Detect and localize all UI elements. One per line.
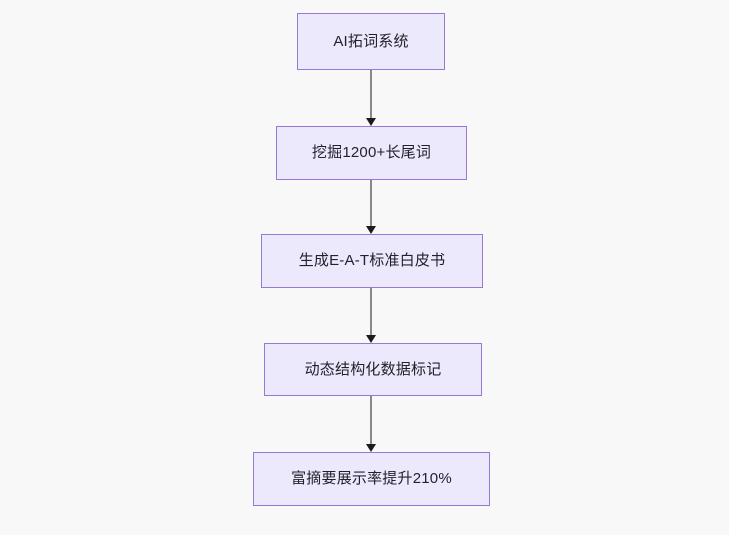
- flowchart-node-4-label: 动态结构化数据标记: [304, 360, 442, 378]
- flowchart-node-3[interactable]: 生成E-A-T标准白皮书: [261, 234, 483, 288]
- flowchart-node-1[interactable]: AI拓词系统: [297, 13, 445, 70]
- arrowhead-down-icon: [366, 226, 376, 234]
- flowchart-edge-4-line: [370, 396, 372, 445]
- flowchart-node-1-label: AI拓词系统: [333, 32, 409, 50]
- flowchart-node-5-label: 富摘要展示率提升210%: [291, 470, 452, 487]
- flowchart-edge-2-line: [370, 180, 372, 227]
- flowchart-node-2[interactable]: 挖掘1200+长尾词: [276, 126, 467, 180]
- flowchart-edge-1-line: [370, 70, 372, 119]
- flowchart-node-3-label: 生成E-A-T标准白皮书: [298, 252, 446, 269]
- flowchart-node-4[interactable]: 动态结构化数据标记: [264, 343, 482, 396]
- arrowhead-down-icon: [366, 335, 376, 343]
- flowchart-node-2-label: 挖掘1200+长尾词: [311, 144, 432, 161]
- flowchart-node-5[interactable]: 富摘要展示率提升210%: [253, 452, 490, 506]
- arrowhead-down-icon: [366, 444, 376, 452]
- arrowhead-down-icon: [366, 118, 376, 126]
- flowchart-edge-3-line: [370, 288, 372, 336]
